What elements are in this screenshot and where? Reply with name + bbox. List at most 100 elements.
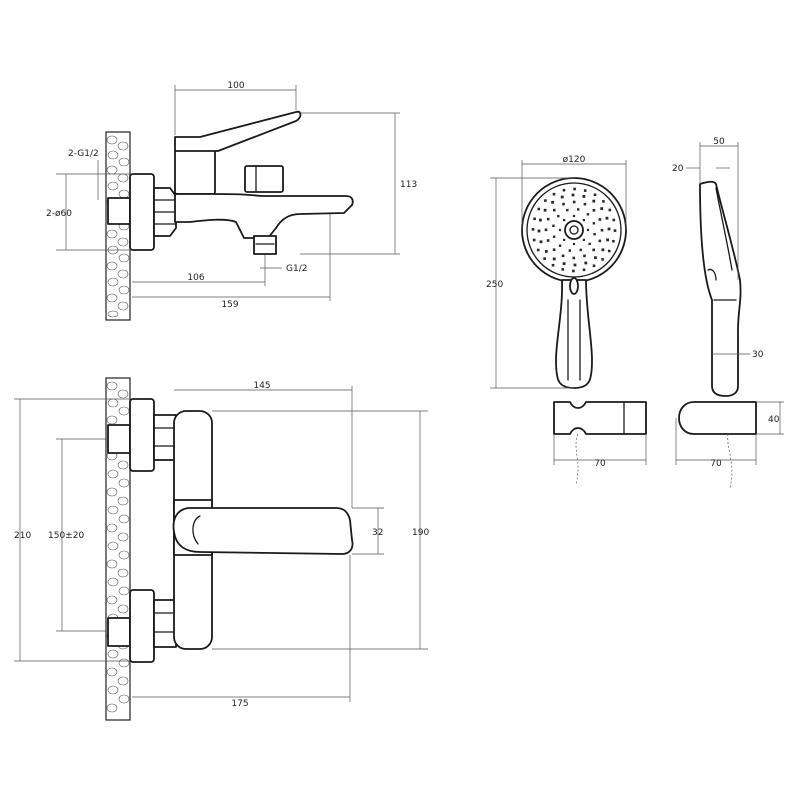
nozzle: [583, 202, 587, 206]
holder-front-view: [553, 401, 647, 486]
nozzle: [544, 228, 548, 232]
dim-centre-distance: 150±20: [48, 531, 84, 541]
nozzle: [582, 195, 586, 198]
dim-escutcheon-diameter: 2-ø60: [46, 209, 72, 219]
dim-handle-depth: 30: [752, 350, 764, 360]
dim-front-depth: 175: [231, 699, 248, 709]
nozzle: [605, 216, 609, 220]
nozzle: [588, 242, 591, 246]
hand-shower-front-dimensions: ø120 250: [486, 155, 627, 389]
nozzle: [560, 195, 564, 199]
nozzle: [572, 200, 576, 204]
dim-holder-width-front: 70: [594, 459, 606, 469]
lever-handle-side: [174, 110, 302, 152]
nozzle: [572, 269, 575, 273]
nozzle: [551, 263, 555, 267]
nozzle: [562, 262, 566, 265]
nozzle: [552, 235, 556, 238]
nozzle: [544, 199, 547, 202]
nozzle: [566, 208, 569, 212]
hand-shower-front-view: [521, 177, 627, 389]
connector-nut-upper: [153, 414, 177, 461]
nozzle: [543, 208, 547, 212]
nozzle: [532, 238, 536, 242]
nozzle: [558, 244, 562, 247]
nozzle: [552, 192, 556, 196]
wall-holder-side: [678, 401, 757, 435]
nozzle: [613, 229, 617, 232]
nozzle: [598, 218, 602, 221]
shower-handle-front: [555, 279, 593, 389]
mixer-front-view: [105, 377, 354, 721]
nozzle: [608, 208, 612, 212]
hose-front: [575, 433, 579, 486]
nozzle: [601, 258, 604, 261]
dim-head-offset: 20: [672, 164, 684, 174]
mixer-body-side: [174, 149, 216, 195]
nozzle: [572, 214, 576, 218]
nozzle: [600, 207, 604, 210]
dim-head-diameter: ø120: [563, 155, 586, 165]
nozzle: [562, 188, 566, 192]
nozzle: [573, 263, 577, 267]
nozzle: [598, 239, 602, 243]
nozzle: [592, 248, 595, 252]
nozzle: [562, 202, 565, 206]
dim-holder-height: 40: [768, 415, 780, 425]
nozzle: [571, 193, 575, 197]
mode-button: [569, 277, 579, 295]
nozzle: [572, 242, 576, 246]
escutcheon-lower: [129, 589, 155, 663]
supply-pipe-upper: [107, 424, 131, 454]
escutcheon-side: [129, 173, 155, 251]
outlet-connector-side: [253, 235, 277, 255]
dim-total-projection: 159: [221, 300, 238, 310]
nozzle: [536, 248, 540, 252]
lever-shading: [192, 515, 201, 545]
diverter-button-side: [244, 165, 284, 193]
nozzle: [561, 268, 565, 271]
nozzle: [558, 228, 562, 232]
nozzle: [533, 217, 536, 221]
hand-shower-side-dimensions: 50 20 30: [672, 137, 764, 360]
lever-handle-front: [172, 507, 354, 555]
nozzle: [607, 227, 611, 231]
nozzle: [592, 264, 596, 268]
nozzle: [582, 219, 585, 222]
nozzle: [539, 218, 542, 222]
dim-supply-thread: 2-G1/2: [68, 149, 99, 159]
nozzle: [593, 193, 597, 197]
nozzle: [601, 248, 605, 252]
dim-front-total-height: 210: [14, 531, 31, 541]
holder-side-view: [678, 401, 757, 489]
nozzle: [584, 261, 588, 265]
side-view-dimensions: 100 113 2-G1/2 2-ø60 106 G1/2 159: [46, 81, 417, 310]
supply-pipe-side: [107, 197, 131, 225]
dim-side-width: 100: [227, 81, 244, 91]
nozzle: [537, 207, 541, 211]
dim-head-depth: 50: [713, 137, 725, 147]
nozzle: [582, 268, 586, 272]
nozzle: [543, 257, 546, 260]
hand-shower-side-view: [699, 180, 742, 397]
nozzle: [583, 189, 587, 192]
dim-front-width: 145: [253, 381, 270, 391]
nozzle: [546, 217, 550, 221]
mixer-side-view: [105, 110, 354, 321]
nozzle: [606, 238, 609, 242]
nozzle: [586, 228, 590, 232]
connector-nut-lower: [153, 599, 177, 648]
nozzle: [573, 187, 576, 191]
spout-side: [174, 193, 354, 239]
hose-side: [727, 433, 733, 489]
nozzle: [582, 238, 585, 241]
nozzle: [612, 239, 615, 243]
nozzle: [607, 249, 611, 253]
nozzle: [579, 248, 582, 252]
nozzle: [561, 254, 565, 258]
nozzle: [592, 209, 596, 212]
dim-shower-length: 250: [486, 280, 503, 290]
nozzle: [563, 219, 566, 222]
nozzle: [537, 229, 541, 233]
